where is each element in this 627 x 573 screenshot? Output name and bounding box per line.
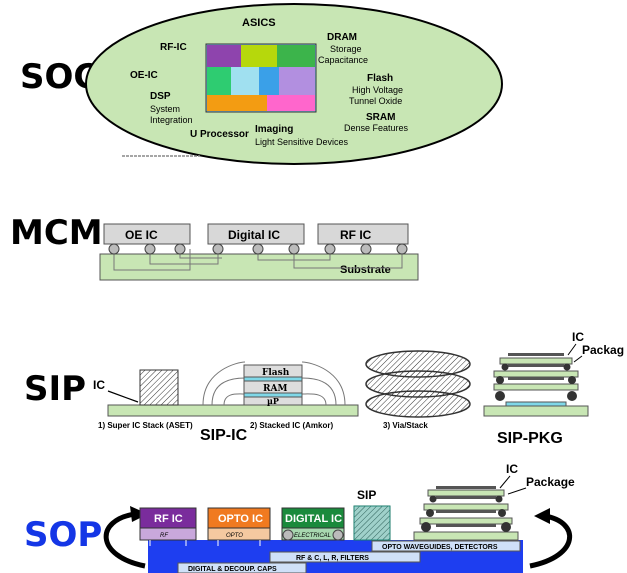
sop-chip-opto-label: OPTO IC: [218, 513, 263, 525]
sop-diagram: OPTO WAVEGUIDES, DETECTORS RF & C, L, R,…: [103, 462, 575, 573]
sip-pkg-group-label: SIP-PKG: [497, 430, 563, 447]
soc-label-flash: Flash: [367, 73, 393, 84]
sip-via-stack: [365, 350, 471, 418]
sop-chip-rf: [139, 507, 197, 541]
sop-chip-digital-sub: ELECTRICAL: [294, 533, 331, 539]
soc-label-sram: SRAM: [366, 112, 395, 123]
soc-label-u-processor: U Processor: [190, 129, 249, 140]
sop-sip-stack: [353, 505, 391, 541]
sop-sip-label: SIP: [357, 488, 376, 502]
sip-diagram: IC Flash RAM µP 1) Super IC Stack (ASET)…: [93, 330, 624, 447]
mcm-solder-balls: [108, 243, 408, 255]
soc-label-flash-sub2: Tunnel Oxide: [349, 96, 402, 106]
soc-label-oe-ic: OE-IC: [130, 70, 158, 81]
mcm-chip-oe-ic: [103, 223, 191, 245]
sip-stacked-ic: Flash RAM µP: [202, 361, 346, 406]
mcm-substrate: [99, 253, 419, 281]
mcm-substrate-label: Substrate: [340, 264, 391, 276]
sip-title: SIP: [24, 369, 86, 409]
sop-chip-digital-label: DIGITAL IC: [285, 513, 342, 525]
soc-label-imaging-sub: Light Sensitive Devices: [255, 137, 349, 147]
sop-layer-opto: [371, 540, 521, 552]
sip-pkg-stack: [483, 353, 589, 417]
sip-ic-substrate: [107, 404, 359, 417]
soc-title: SOC: [20, 57, 98, 97]
sop-package-stack: [413, 486, 519, 541]
sop-right-curved-arrow: [529, 513, 573, 569]
sop-left-curved-arrow: [103, 511, 146, 569]
sip-pkg-package-label: Packag: [582, 343, 624, 357]
soc-label-dsp-sub2: Integration: [150, 115, 193, 125]
sip-pkg-ic-pointer: [567, 343, 577, 356]
mcm-diagram: Substrate OE IC Digital IC RF IC: [99, 223, 419, 281]
sop-chip-opto: [207, 507, 271, 541]
soc-label-dram-sub1: Storage: [330, 44, 362, 54]
soc-label-dram: DRAM: [327, 32, 357, 43]
sop-package-label: Package: [526, 475, 575, 489]
sip-stack-up: µP: [267, 396, 279, 406]
sip-ic-pointer: [107, 390, 139, 403]
sop-layer-digital: [177, 562, 307, 573]
soc-ellipse-diagram: ASICS RF-IC DRAM Storage Capacitance OE-…: [85, 3, 503, 165]
sip-caption-2: 2) Stacked IC (Amkor): [250, 421, 333, 430]
mcm-chip-label-oe: OE IC: [125, 228, 158, 242]
sop-layer-rf: [269, 551, 421, 563]
sop-title: SOP: [24, 515, 102, 555]
soc-label-dsp-sub1: System: [150, 104, 180, 114]
sop-ic-label: IC: [506, 462, 518, 476]
sop-layer-rf-label: RF & C, L, R, FILTERS: [296, 555, 369, 562]
mcm-chip-label-digital: Digital IC: [228, 228, 280, 242]
sip-ic-label: IC: [93, 378, 105, 392]
soc-label-dsp: DSP: [150, 91, 171, 102]
sop-chip-connectors: [149, 540, 261, 546]
mcm-title: MCM: [10, 213, 103, 253]
soc-label-imaging: Imaging: [255, 124, 293, 135]
sip-stack-flash: Flash: [262, 368, 290, 378]
mcm-wiring: [113, 249, 403, 271]
sop-chip-rf-label: RF IC: [154, 513, 183, 525]
mcm-chip-label-rf: RF IC: [340, 228, 372, 242]
sip-caption-3: 3) Via/Stack: [383, 421, 428, 430]
sip-ic-group-label: SIP-IC: [200, 427, 248, 444]
soc-label-sram-sub: Dense Features: [344, 123, 409, 133]
sip-pkg-package-pointer: [573, 355, 583, 363]
soc-label-dram-sub2: Capacitance: [318, 55, 368, 65]
sop-chip-rf-sub: RF: [160, 533, 168, 539]
sop-layer-opto-label: OPTO WAVEGUIDES, DETECTORS: [382, 544, 498, 551]
sop-chip-digital: [281, 507, 345, 541]
sip-pkg-ic-label: IC: [572, 330, 584, 344]
soc-label-asics: ASICS: [242, 17, 276, 29]
sip-super-ic-stack: [139, 369, 179, 406]
sip-stack-ram: RAM: [263, 384, 287, 394]
sop-layer-digital-label: DIGITAL & DECOUP. CAPS: [188, 566, 277, 573]
soc-chip-mosaic: [205, 43, 317, 113]
sop-package-pointer: [507, 487, 527, 495]
soc-label-rf-ic: RF-IC: [160, 42, 187, 53]
sop-chip-opto-sub: OPTO: [226, 533, 243, 539]
soc-label-flash-sub1: High Voltage: [352, 85, 403, 95]
mcm-chip-rf-ic: [317, 223, 409, 245]
sip-caption-1: 1) Super IC Stack (ASET): [98, 421, 193, 430]
sop-ic-pointer: [499, 475, 511, 489]
